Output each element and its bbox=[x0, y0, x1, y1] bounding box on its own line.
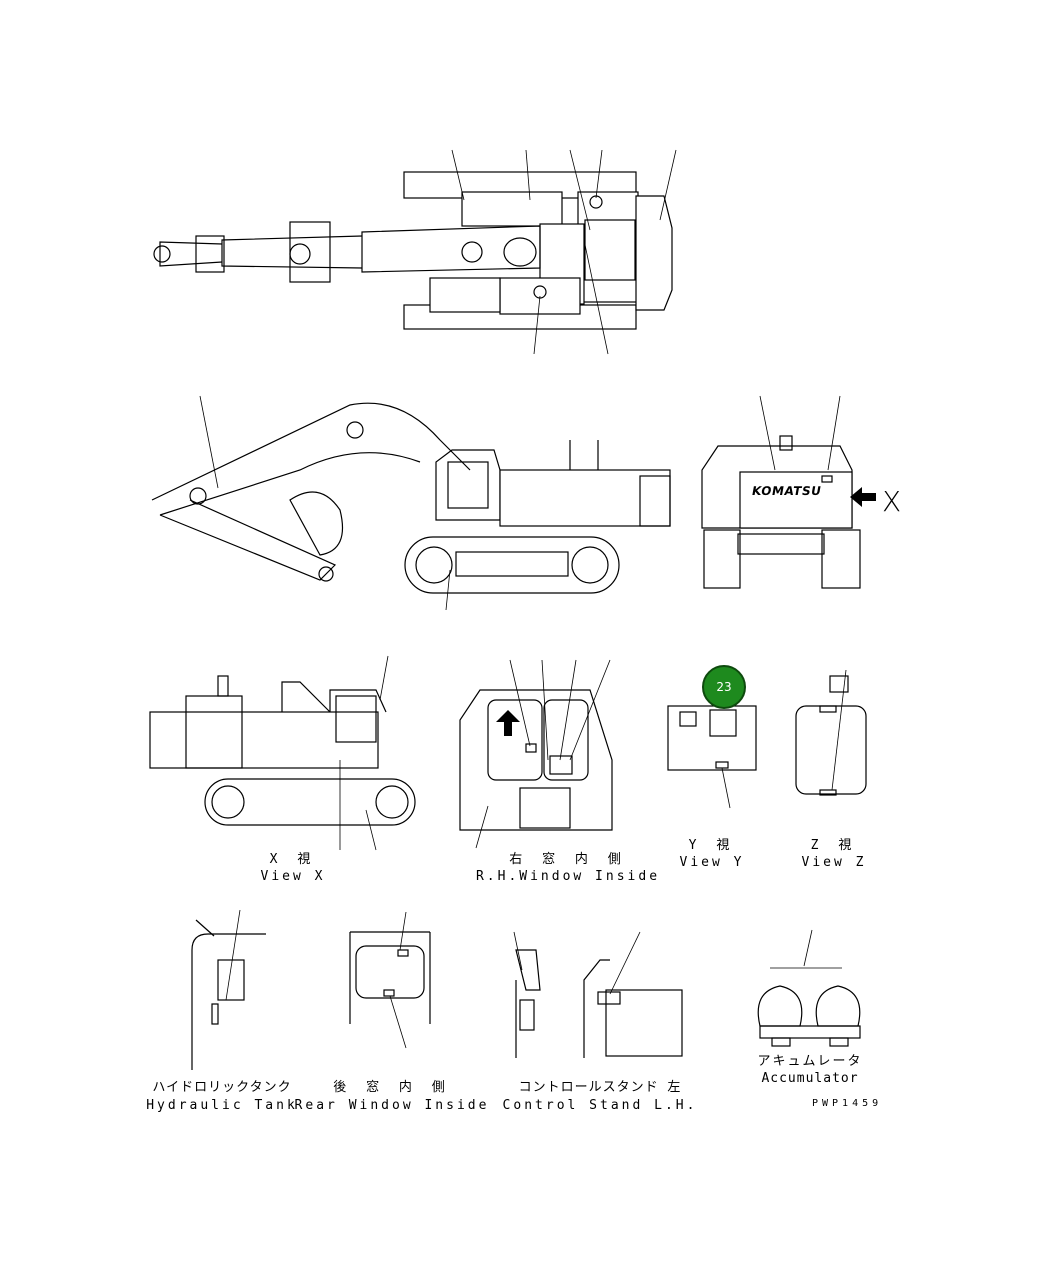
rh-window bbox=[459, 659, 613, 849]
view-y bbox=[667, 700, 757, 809]
rear-window bbox=[349, 911, 431, 1049]
view-z bbox=[795, 669, 867, 796]
side-view bbox=[151, 395, 671, 611]
top-view bbox=[153, 149, 677, 355]
control-stand bbox=[513, 931, 683, 1058]
view-y-caption-jp: Y 視 bbox=[688, 838, 736, 853]
view-x bbox=[149, 655, 416, 851]
hydraulic-tank-caption-en: Hydraulic Tank bbox=[146, 1098, 298, 1113]
rear-view bbox=[701, 395, 876, 589]
drawing-code: PWP1459 bbox=[812, 1098, 883, 1109]
hydraulic-tank-caption-jp: ハイドロリックタンク bbox=[152, 1080, 292, 1095]
control-stand-caption-jp: コントロールスタンド 左 bbox=[518, 1080, 682, 1095]
rh-window-caption-jp: 右 窓 内 側 bbox=[509, 852, 627, 867]
control-stand-caption-en: Control Stand L.H. bbox=[502, 1098, 698, 1113]
hydraulic-tank bbox=[191, 909, 266, 1070]
rear-window-caption-jp: 後 窓 内 側 bbox=[333, 1080, 451, 1095]
accumulator bbox=[757, 929, 861, 1047]
view-x-caption-jp: X 視 bbox=[269, 852, 317, 867]
accumulator-caption-en: Accumulator bbox=[761, 1071, 859, 1086]
view-z-caption-jp: Z 視 bbox=[810, 838, 858, 853]
rh-window-caption-en: R.H.Window Inside bbox=[475, 869, 661, 884]
komatsu-logo: KOMATSU bbox=[750, 484, 823, 498]
view-z-caption-en: View Z bbox=[801, 855, 867, 870]
accumulator-caption-jp: アキュムレータ bbox=[757, 1054, 863, 1069]
direction-mark-x: X bbox=[882, 485, 902, 518]
rear-window-caption-en: Rear Window Inside bbox=[294, 1098, 490, 1113]
view-y-caption-en: View Y bbox=[679, 855, 745, 870]
view-x-caption-en: View X bbox=[260, 869, 326, 884]
callout-badge[interactable]: 23 bbox=[702, 665, 746, 709]
